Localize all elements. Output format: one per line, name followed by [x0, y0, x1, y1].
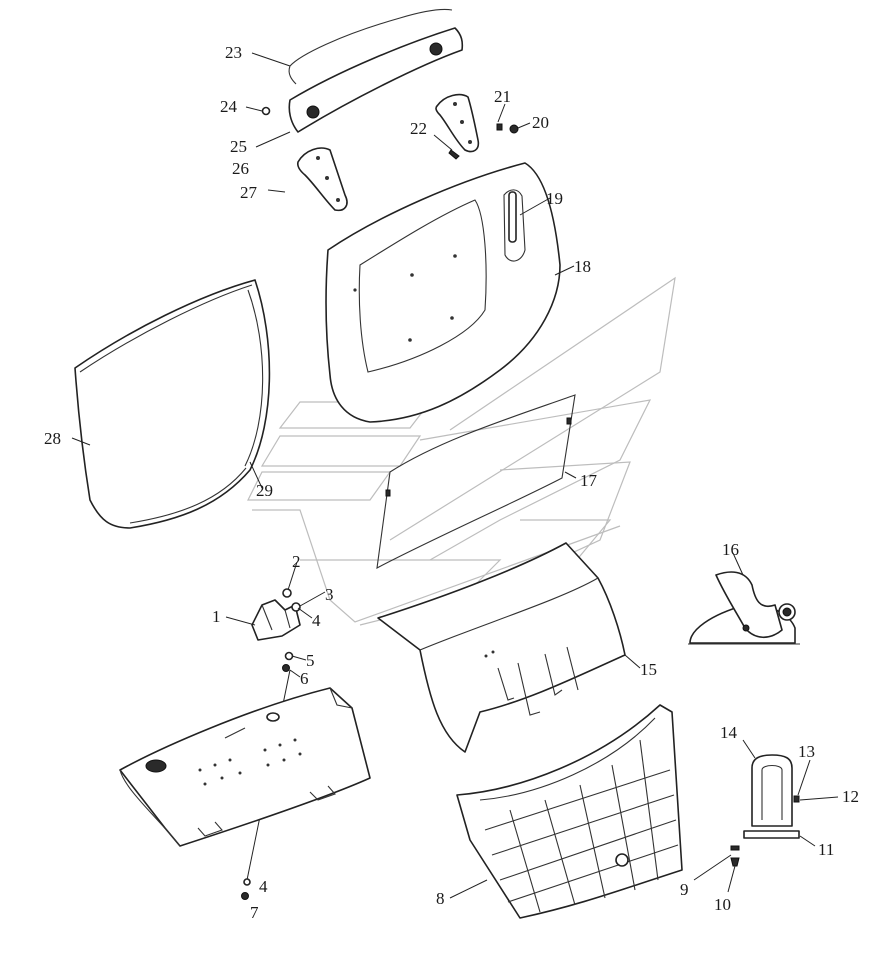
callout-14: 14: [720, 723, 738, 742]
callout-20: 20: [532, 113, 549, 132]
part-1-bracket: [251, 599, 301, 641]
callout-2: 2: [292, 552, 301, 571]
callout-23: 23: [225, 43, 242, 62]
part-28-glass-panel: [74, 279, 271, 529]
callout-24: 24: [220, 97, 238, 116]
leader-lines: [71, 52, 839, 899]
callout-28: 28: [44, 429, 61, 448]
battery-box: [119, 687, 371, 847]
callout-25: 25: [230, 137, 247, 156]
callout-22: 22: [410, 119, 427, 138]
callout-3: 3: [325, 585, 334, 604]
part-18-window-panel: [325, 162, 561, 423]
part-25-top-bar: [288, 8, 464, 133]
part-8-floor-mat: [456, 704, 683, 919]
part-15-cover-plate: [377, 542, 626, 753]
callout-6: 6: [300, 669, 309, 688]
part-upper-hinge: [435, 93, 480, 153]
callout-1: 1: [212, 607, 221, 626]
callout-18: 18: [574, 257, 591, 276]
callout-16: 16: [722, 540, 739, 559]
small-fasteners-top: [261, 106, 519, 160]
callout-labels: 1 2 3 4 5 6 4 7 8 9 10 11 12 13 14 15 16…: [44, 43, 859, 922]
part-14-stand: [730, 754, 800, 867]
callout-29: 29: [256, 481, 273, 500]
callout-13: 13: [798, 742, 815, 761]
callout-12: 12: [842, 787, 859, 806]
background-guide-lines: [247, 276, 676, 626]
part-27-hinge: [296, 147, 348, 212]
part-16-pedal: [688, 571, 800, 645]
callout-10: 10: [714, 895, 731, 914]
part-17-panel: [376, 394, 576, 569]
callout-17: 17: [580, 471, 598, 490]
callout-4: 4: [312, 611, 321, 630]
callout-7: 7: [250, 903, 259, 922]
callout-5: 5: [306, 651, 315, 670]
callout-27: 27: [240, 183, 258, 202]
callout-26: 26: [232, 159, 249, 178]
callout-15: 15: [640, 660, 657, 679]
callout-9: 9: [680, 880, 689, 899]
callout-21: 21: [494, 87, 511, 106]
callout-19: 19: [546, 189, 563, 208]
callout-8: 8: [436, 889, 445, 908]
callout-4b: 4: [259, 877, 268, 896]
callout-11: 11: [818, 840, 834, 859]
